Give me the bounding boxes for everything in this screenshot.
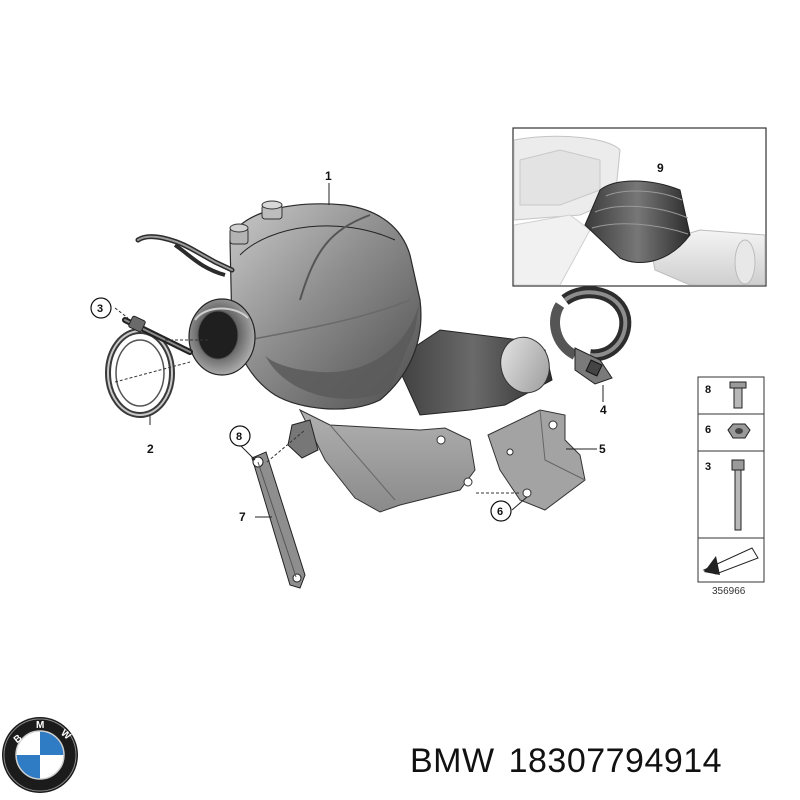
screw-icon	[731, 459, 745, 531]
callout-2: 2	[147, 442, 154, 456]
callout-6: 6	[497, 506, 503, 518]
callout-3: 3	[97, 303, 103, 315]
callout-5: 5	[599, 442, 606, 456]
bmw-logo: B M W	[2, 717, 78, 793]
clamp-screw	[122, 315, 193, 355]
exhaust-pipe-connection	[584, 180, 691, 264]
mounting-bracket	[298, 408, 476, 513]
diesel-particulate-filter	[135, 200, 553, 416]
part-number: 18307794914	[508, 742, 723, 780]
strut-bracket	[287, 419, 319, 459]
arrow-symbol	[702, 547, 759, 575]
brand-name: BMW	[410, 742, 495, 780]
hex-nut-icon	[727, 423, 751, 439]
callout-3-circle	[90, 297, 112, 319]
support-strut	[251, 451, 306, 589]
inset-panel: 9	[512, 127, 767, 287]
callout-7: 7	[239, 510, 246, 524]
callouts: 1 2 3 4 5 6 7 8	[90, 169, 607, 524]
part-caption: BMW 18307794914	[410, 742, 736, 781]
legend-num-8: 8	[705, 384, 711, 396]
callout-8: 8	[236, 431, 242, 443]
callout-8-circle	[229, 425, 251, 447]
callout-6-circle	[490, 500, 512, 522]
drawing-number: 356966	[712, 586, 746, 597]
pipe-clamp	[550, 286, 632, 385]
legend-num-6: 6	[705, 424, 711, 436]
fastener-legend: 8 6 3	[697, 376, 765, 583]
legend-num-3: 3	[705, 461, 711, 473]
support-bracket	[487, 409, 586, 511]
bolt-icon	[729, 381, 747, 409]
callout-9: 9	[657, 161, 664, 175]
svg-text:M: M	[36, 720, 44, 731]
v-band-clamp	[105, 328, 175, 418]
callout-1: 1	[325, 169, 332, 183]
callout-4: 4	[600, 403, 607, 417]
